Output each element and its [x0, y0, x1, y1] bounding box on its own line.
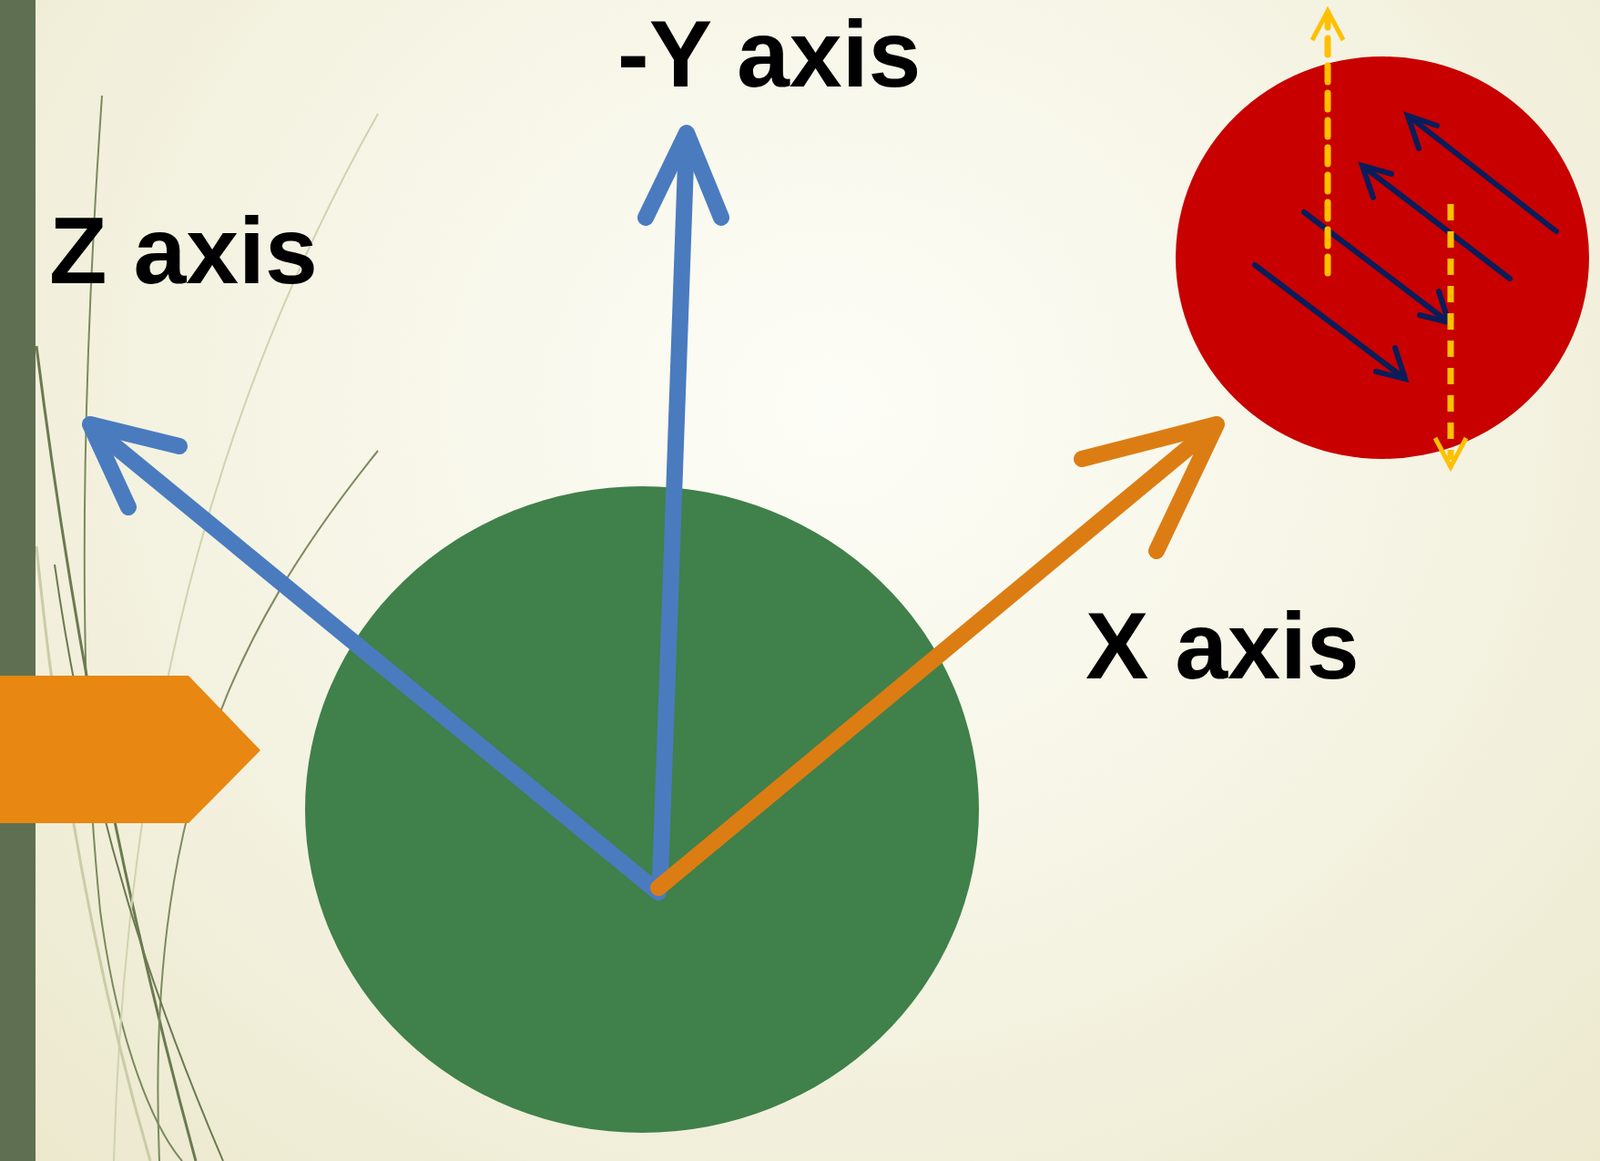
axis-label: -Y axis — [617, 1, 921, 106]
side-bar — [0, 0, 36, 1161]
red-sphere — [1175, 56, 1590, 459]
axis-label: X axis — [1085, 593, 1360, 698]
axis-label: Z axis — [49, 198, 318, 303]
green-sphere — [305, 486, 979, 1133]
tab-shape — [0, 675, 261, 824]
y-axis-arrow — [645, 132, 722, 879]
field-arrows — [1312, 10, 1467, 468]
z-axis-arrow — [90, 424, 659, 893]
spin-arrows — [1254, 115, 1557, 379]
